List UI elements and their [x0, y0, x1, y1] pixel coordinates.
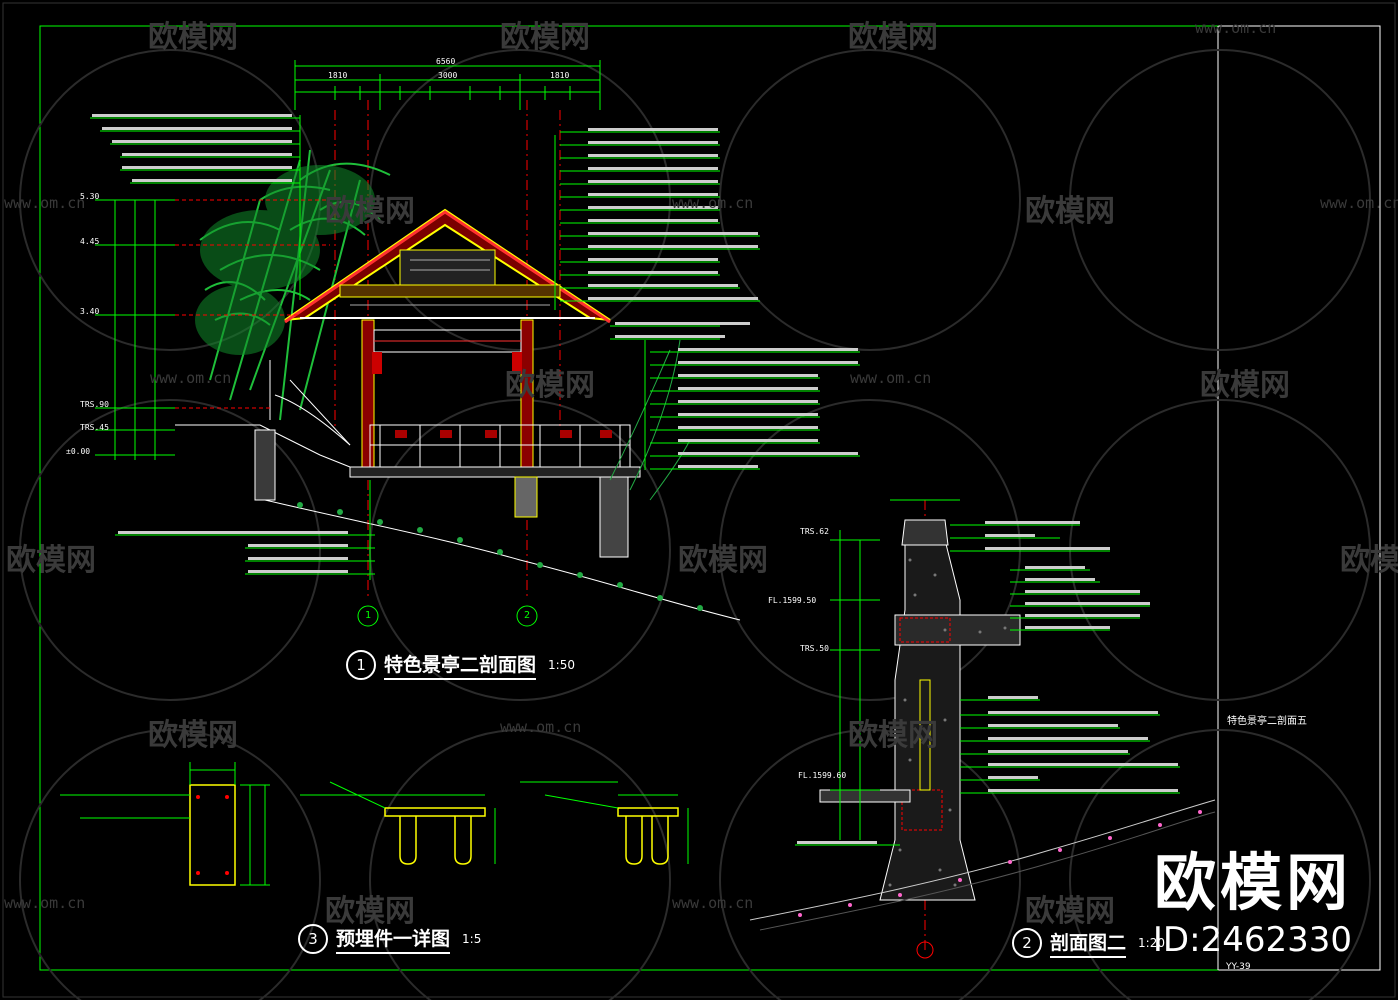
elevation-label-1: 5.30	[80, 192, 100, 201]
section-1-scale: 1:50	[548, 658, 575, 672]
section-1-title-text: 特色景亭二剖面图	[384, 650, 537, 680]
watermark-brand-1: 欧模网	[148, 20, 238, 55]
deck	[349, 466, 641, 478]
embed-bolt-a	[384, 807, 486, 865]
section-3-number: 3	[298, 924, 328, 954]
axis-label-2: 2	[524, 610, 531, 621]
watermark-brand-4: 欧模网	[1025, 194, 1115, 229]
watermark-url-3: www.om.cn	[672, 194, 754, 212]
elevation-label-3: 3.40	[80, 307, 100, 316]
elevation-label-7: TRS.62	[800, 527, 829, 536]
watermark-brand-7: 欧模网	[1200, 368, 1290, 403]
model-id: ID:2462330	[1152, 920, 1352, 960]
axis-bubble-wall	[916, 941, 934, 959]
watermark-brand-9: 欧模网	[678, 543, 768, 578]
watermark-brand-14: 欧模网	[1025, 894, 1115, 929]
beam	[373, 329, 522, 353]
watermark-url-7: www.om.cn	[500, 718, 582, 736]
red-brackets-left	[372, 352, 382, 374]
section-2-title: 2 剖面图二 1:20	[1012, 928, 1165, 958]
embed-dims-2	[300, 781, 496, 864]
top-dim-seg-1: 1810	[328, 71, 348, 80]
axis-label-1: 1	[365, 610, 372, 621]
watermark-brand-12: 欧模网	[848, 718, 938, 753]
watermark-url-4: www.om.cn	[1320, 194, 1398, 212]
elevation-label-2: 4.45	[80, 237, 100, 246]
watermark-brand-8: 欧模网	[6, 543, 96, 578]
footing-left	[514, 476, 538, 518]
watermark-url-2: www.om.cn	[4, 194, 86, 212]
slope-vegetation-2	[749, 799, 1216, 931]
elevation-label-8: FL.1599.50	[768, 596, 817, 605]
top-dim-seg-3: 1810	[550, 71, 570, 80]
railing	[369, 424, 631, 468]
wall-annotation-leaders	[795, 524, 1180, 846]
section-2-scale: 1:20	[1138, 936, 1165, 950]
elevation-label-10: FL.1599.60	[798, 771, 847, 780]
annotation-text-bars-left	[92, 114, 348, 573]
embed-plate-holes	[196, 795, 229, 875]
annotation-text-bars-right	[588, 128, 858, 468]
elevation-label-5: TRS.45	[80, 423, 109, 432]
watermark-url-9: www.om.cn	[672, 894, 754, 912]
red-brackets-right	[512, 352, 522, 374]
section-3-scale: 1:5	[462, 932, 482, 946]
left-dimension-stack	[95, 199, 175, 460]
watermark-url-5: www.om.cn	[150, 369, 232, 387]
flower-dots	[798, 810, 1202, 917]
sheet-number: YY-39	[1226, 962, 1251, 972]
railing-red-panels	[395, 430, 612, 438]
section-3-title: 3 预埋件一详图 1:5	[298, 924, 481, 954]
section-2-title-text: 剖面图二	[1050, 928, 1127, 958]
top-dim-seg-2: 3000	[438, 71, 458, 80]
embed-plate	[189, 784, 236, 886]
stairs	[175, 360, 351, 468]
watermark-brand-2: 欧模网	[500, 20, 590, 55]
section-1-number: 1	[346, 650, 376, 680]
axis-bubble-2	[516, 605, 538, 627]
elevation-label-6: ±0.00	[66, 447, 91, 456]
axis-bubble-1	[357, 605, 379, 627]
section-3-title-text: 预埋件一详图	[336, 924, 451, 954]
elevation-leaders	[175, 199, 330, 409]
annotation-leaders-left	[90, 115, 375, 580]
sheet-title: 特色景亭二剖面五	[1227, 716, 1307, 727]
annotation-leaders-right	[554, 131, 860, 470]
top-dimension-chain	[294, 60, 601, 110]
wall-dimensions	[830, 499, 960, 840]
section-2-number: 2	[1012, 928, 1042, 958]
embed-dims-3	[520, 781, 689, 864]
watermark-brand-5: 欧模网	[325, 194, 415, 229]
embed-bolt-b	[617, 807, 679, 865]
wall-text-bars	[797, 521, 1178, 844]
stair-wall	[254, 429, 276, 501]
elevation-label-9: TRS.50	[800, 644, 829, 653]
ground-vegetation	[297, 502, 703, 611]
watermark-brand-13: 欧模网	[325, 894, 415, 929]
pavilion-columns	[361, 319, 534, 471]
watermark-url-1: www.om.cn	[1195, 19, 1277, 37]
wall-texture	[888, 558, 1007, 887]
watermark-brand-6: 欧模网	[505, 368, 595, 403]
embed-dims-1	[60, 762, 270, 886]
brand-logo-text: 欧模网	[1153, 846, 1352, 919]
elevation-label-4: TRS.90	[80, 400, 109, 409]
watermark-brand-11: 欧模网	[148, 718, 238, 753]
section-1-title: 1 特色景亭二剖面图 1:50	[346, 650, 575, 680]
ground-slope	[264, 499, 741, 621]
watermark-brand-3: 欧模网	[848, 20, 938, 55]
footing-right	[599, 476, 629, 558]
watermark-brand-10: 欧模网	[1340, 543, 1398, 578]
watermark-url-8: www.om.cn	[4, 894, 86, 912]
top-overall-dim: 6560	[436, 57, 456, 66]
watermark-url-6: www.om.cn	[850, 369, 932, 387]
